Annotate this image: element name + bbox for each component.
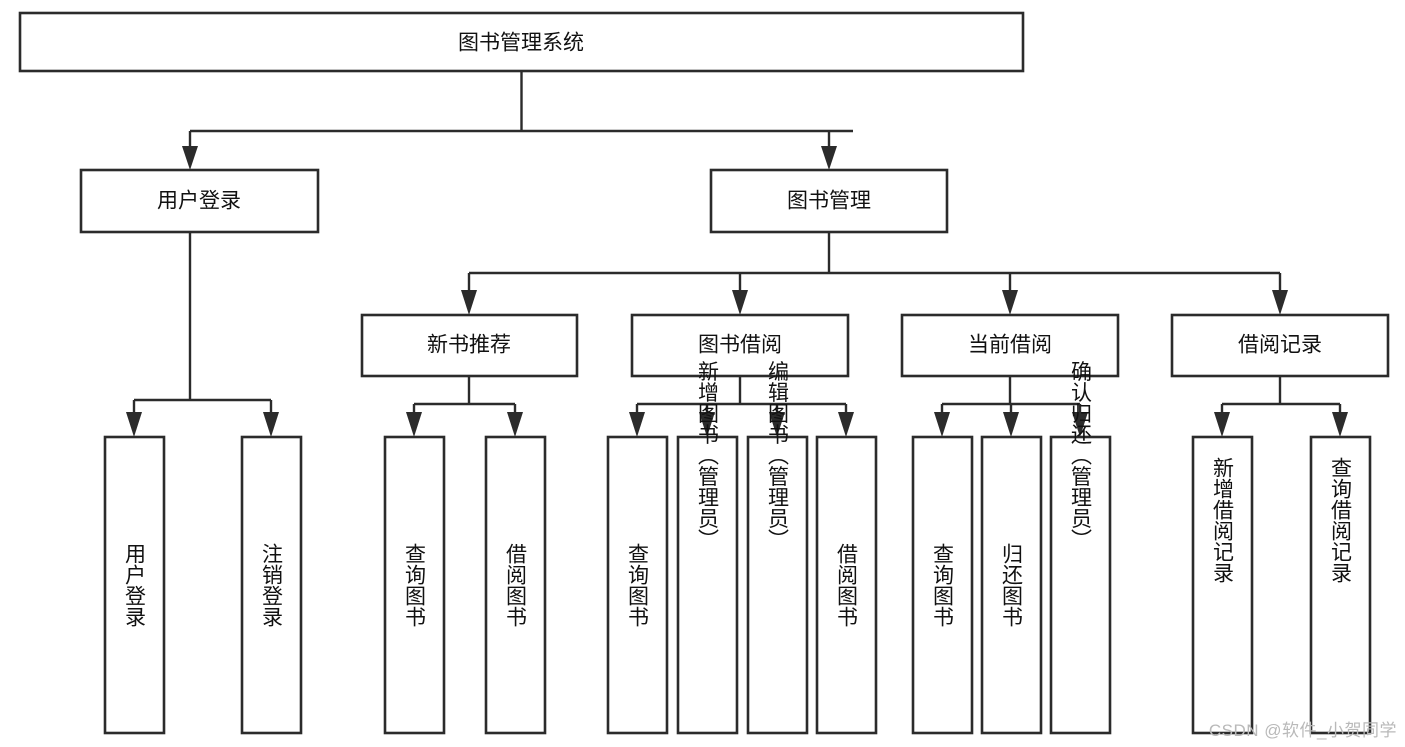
node-current-borrow-label: 当前借阅 (968, 334, 1052, 357)
connector-group-current-borrow (934, 376, 1088, 437)
arrowhead-user-login (182, 146, 198, 170)
node-leaf-return-book-box[interactable] (980, 435, 1043, 735)
node-leaf-query-book-2-label: 查询图书 (626, 543, 650, 627)
node-borrow-record-box[interactable] (1170, 313, 1390, 378)
node-user-login-label: 用户登录 (157, 190, 241, 213)
node-user-login[interactable]: 用户登录 (79, 168, 320, 234)
node-leaf-add-record-box[interactable] (1191, 435, 1254, 735)
arrowhead-leaf-add-record (1214, 412, 1230, 437)
node-leaf-add-book-label: 新增图书（管理员） (696, 361, 720, 550)
node-leaf-query-book-3-box[interactable] (911, 435, 974, 735)
node-leaf-logout-login[interactable]: 注销登录 (240, 435, 303, 735)
arrowhead-leaf-borrow-book-2 (838, 412, 854, 437)
arrowhead-leaf-logout-login (263, 412, 279, 437)
node-leaf-query-record[interactable]: 查询借阅记录 (1309, 435, 1372, 735)
node-root-label: 图书管理系统 (458, 32, 584, 55)
node-leaf-borrow-book-2[interactable]: 借阅图书 (815, 435, 878, 735)
node-leaf-logout-login-label: 注销登录 (260, 543, 284, 627)
node-leaf-query-book-3-label: 查询图书 (931, 543, 955, 627)
node-new-book-rec[interactable]: 新书推荐 (360, 313, 579, 378)
arrowhead-leaf-confirm-return (1072, 412, 1088, 437)
node-leaf-add-book-box[interactable] (676, 435, 739, 735)
arrowhead-leaf-return-book (1003, 412, 1019, 437)
node-leaf-query-record-label: 查询借阅记录 (1329, 457, 1353, 583)
node-leaf-logout-login-box[interactable] (240, 435, 303, 735)
node-leaf-query-book-1[interactable]: 查询图书 (383, 435, 446, 735)
node-leaf-borrow-book-2-box[interactable] (815, 435, 878, 735)
node-new-book-rec-label: 新书推荐 (427, 334, 511, 357)
arrowhead-leaf-user-login (126, 412, 142, 437)
node-current-borrow-box[interactable] (900, 313, 1120, 378)
arrowhead-new-book-rec (461, 290, 477, 315)
node-leaf-query-book-2-box[interactable] (606, 435, 669, 735)
node-leaf-user-login-box[interactable] (103, 435, 166, 735)
node-leaf-return-book-label: 归还图书 (1000, 543, 1024, 627)
arrowhead-leaf-query-record (1332, 412, 1348, 437)
node-leaf-query-book-1-box[interactable] (383, 435, 446, 735)
node-leaf-edit-book[interactable]: 编辑图书（管理员） (746, 361, 809, 735)
arrowhead-leaf-add-book (699, 412, 715, 437)
node-leaf-edit-book-box[interactable] (746, 435, 809, 735)
node-leaf-borrow-book-1-box[interactable] (484, 435, 547, 735)
node-new-book-rec-box[interactable] (360, 313, 579, 378)
arrowhead-leaf-edit-book (769, 412, 785, 437)
node-leaf-user-login-label: 用户登录 (123, 543, 147, 627)
node-leaf-borrow-book-2-label: 借阅图书 (835, 543, 859, 627)
node-book-manage-box[interactable] (709, 168, 949, 234)
node-leaf-add-record-label: 新增借阅记录 (1211, 457, 1235, 583)
node-leaf-return-book[interactable]: 归还图书 (980, 435, 1043, 735)
arrowhead-leaf-borrow-book-1 (507, 412, 523, 437)
node-book-borrow[interactable]: 图书借阅 (630, 313, 850, 378)
node-leaf-edit-book-label: 编辑图书（管理员） (766, 361, 790, 550)
node-borrow-record-label: 借阅记录 (1238, 334, 1322, 357)
node-book-manage[interactable]: 图书管理 (709, 168, 949, 234)
node-leaf-query-record-box[interactable] (1309, 435, 1372, 735)
node-leaf-query-book-3[interactable]: 查询图书 (911, 435, 974, 735)
node-leaf-confirm-return-box[interactable] (1049, 435, 1112, 735)
node-current-borrow[interactable]: 当前借阅 (900, 313, 1120, 378)
connector-group-user-login (126, 232, 279, 437)
node-leaf-confirm-return-label: 确认归还（管理员） (1069, 361, 1093, 550)
arrowhead-borrow-record (1272, 290, 1288, 315)
node-user-login-box[interactable] (79, 168, 320, 234)
arrowhead-leaf-query-book-3 (934, 412, 950, 437)
node-borrow-record[interactable]: 借阅记录 (1170, 313, 1390, 378)
node-leaf-query-book-1-label: 查询图书 (403, 543, 427, 627)
node-book-borrow-box[interactable] (630, 313, 850, 378)
node-leaf-query-book-2[interactable]: 查询图书 (606, 435, 669, 735)
node-book-manage-label: 图书管理 (787, 190, 871, 213)
csdn-watermark: CSDN @软件_小贺同学 (1208, 721, 1397, 740)
arrowhead-leaf-query-book-2 (629, 412, 645, 437)
arrowhead-current-borrow (1002, 290, 1018, 315)
node-leaf-borrow-book-1-label: 借阅图书 (504, 543, 528, 627)
node-leaf-add-record[interactable]: 新增借阅记录 (1191, 435, 1254, 735)
arrowhead-book-manage (821, 146, 837, 170)
connector-group-root (182, 71, 853, 170)
node-leaf-add-book[interactable]: 新增图书（管理员） (676, 361, 739, 735)
node-leaf-user-login[interactable]: 用户登录 (103, 435, 166, 735)
node-leaf-borrow-book-1[interactable]: 借阅图书 (484, 435, 547, 735)
connector-group-borrow-record (1214, 376, 1348, 437)
node-root-box[interactable] (18, 11, 1025, 73)
connector-group-book-manage (461, 232, 1288, 315)
arrowhead-book-borrow (732, 290, 748, 315)
node-book-borrow-label: 图书借阅 (698, 334, 782, 357)
connector-group-new-book-rec (406, 376, 523, 437)
arrowhead-leaf-query-book-1 (406, 412, 422, 437)
connector-group-book-borrow (629, 376, 854, 437)
node-root[interactable]: 图书管理系统 (18, 11, 1025, 73)
node-leaf-confirm-return[interactable]: 确认归还（管理员） (1049, 361, 1112, 735)
